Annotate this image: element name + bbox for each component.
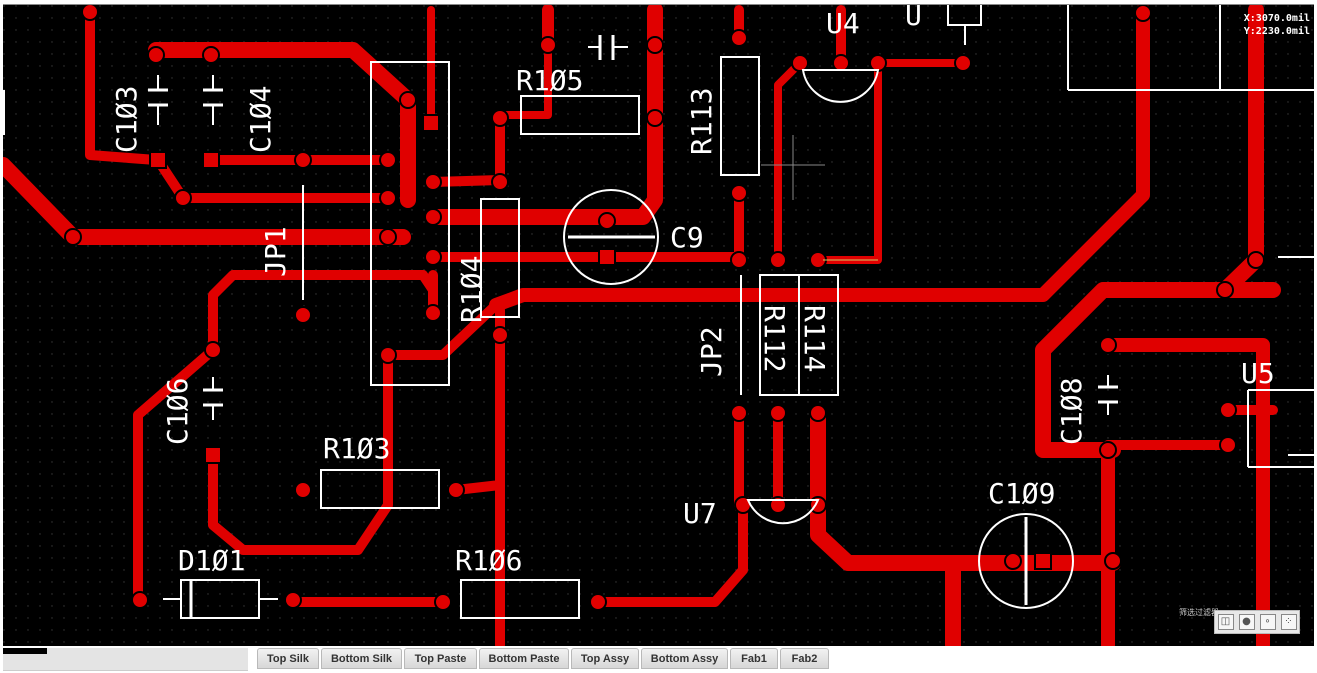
label-c109: C1Ø9 bbox=[988, 477, 1055, 510]
copper-pads bbox=[64, 5, 1265, 611]
tab-fab2[interactable]: Fab2 bbox=[780, 648, 829, 669]
tab-bottom-assy[interactable]: Bottom Assy bbox=[641, 648, 728, 669]
tab-top-silk[interactable]: Top Silk bbox=[257, 648, 319, 669]
label-r106: R1Ø6 bbox=[455, 544, 522, 577]
grid-icon[interactable]: ⁘ bbox=[1280, 614, 1297, 630]
label-r105: R1Ø5 bbox=[516, 64, 583, 97]
component-labels: C1Ø3 C1Ø4 R1Ø5 R113 U4 U C9 JP1 R1Ø4 JP2… bbox=[110, 5, 1275, 577]
label-r103: R1Ø3 bbox=[323, 432, 390, 465]
filter-caption: 筛选过滤器 bbox=[1179, 608, 1219, 617]
label-c108: C1Ø8 bbox=[1055, 378, 1088, 445]
label-r104: R1Ø4 bbox=[455, 256, 488, 323]
tab-top-paste[interactable]: Top Paste bbox=[404, 648, 477, 669]
layer-tab-strip-left bbox=[3, 648, 248, 671]
label-jp2: JP2 bbox=[695, 326, 728, 377]
tab-bottom-paste[interactable]: Bottom Paste bbox=[479, 648, 569, 669]
tab-bottom-silk[interactable]: Bottom Silk bbox=[321, 648, 402, 669]
tab-fab1[interactable]: Fab1 bbox=[730, 648, 778, 669]
pcb-board[interactable]: C1Ø3 C1Ø4 R1Ø5 R113 U4 U C9 JP1 R1Ø4 JP2… bbox=[3, 5, 1314, 647]
label-c9: C9 bbox=[670, 221, 704, 254]
label-u5: U5 bbox=[1241, 357, 1275, 390]
label-u-partial: U bbox=[905, 5, 922, 32]
view-mini-toolbar: ◫ ● ∘ ⁘ bbox=[1214, 610, 1300, 634]
label-r112: R112 bbox=[758, 305, 791, 372]
tab-top-assy[interactable]: Top Assy bbox=[571, 648, 639, 669]
silkscreen bbox=[3, 5, 1314, 619]
coord-x: X:3070.0mil bbox=[1243, 13, 1310, 24]
label-d101: D1Ø1 bbox=[178, 544, 245, 577]
cursor-coordinates: X:3070.0mil Y:2230.0mil bbox=[1244, 12, 1310, 38]
label-r114: R114 bbox=[798, 305, 831, 372]
coord-y: Y:2230.0mil bbox=[1243, 26, 1310, 37]
sphere-icon[interactable]: ● bbox=[1238, 614, 1255, 630]
label-jp1: JP1 bbox=[259, 226, 292, 277]
probe-icon[interactable]: ∘ bbox=[1259, 614, 1276, 630]
layout-icon[interactable]: ◫ bbox=[1217, 614, 1234, 630]
pcb-canvas[interactable]: C1Ø3 C1Ø4 R1Ø5 R113 U4 U C9 JP1 R1Ø4 JP2… bbox=[3, 4, 1314, 647]
label-c104: C1Ø4 bbox=[244, 86, 277, 153]
label-u7: U7 bbox=[683, 497, 717, 530]
label-c106: C1Ø6 bbox=[161, 378, 194, 445]
label-u4: U4 bbox=[826, 7, 860, 40]
label-c103: C1Ø3 bbox=[110, 86, 143, 153]
label-r113: R113 bbox=[685, 88, 718, 155]
layer-tab-bar: Top Silk Bottom Silk Top Paste Bottom Pa… bbox=[0, 646, 1317, 673]
